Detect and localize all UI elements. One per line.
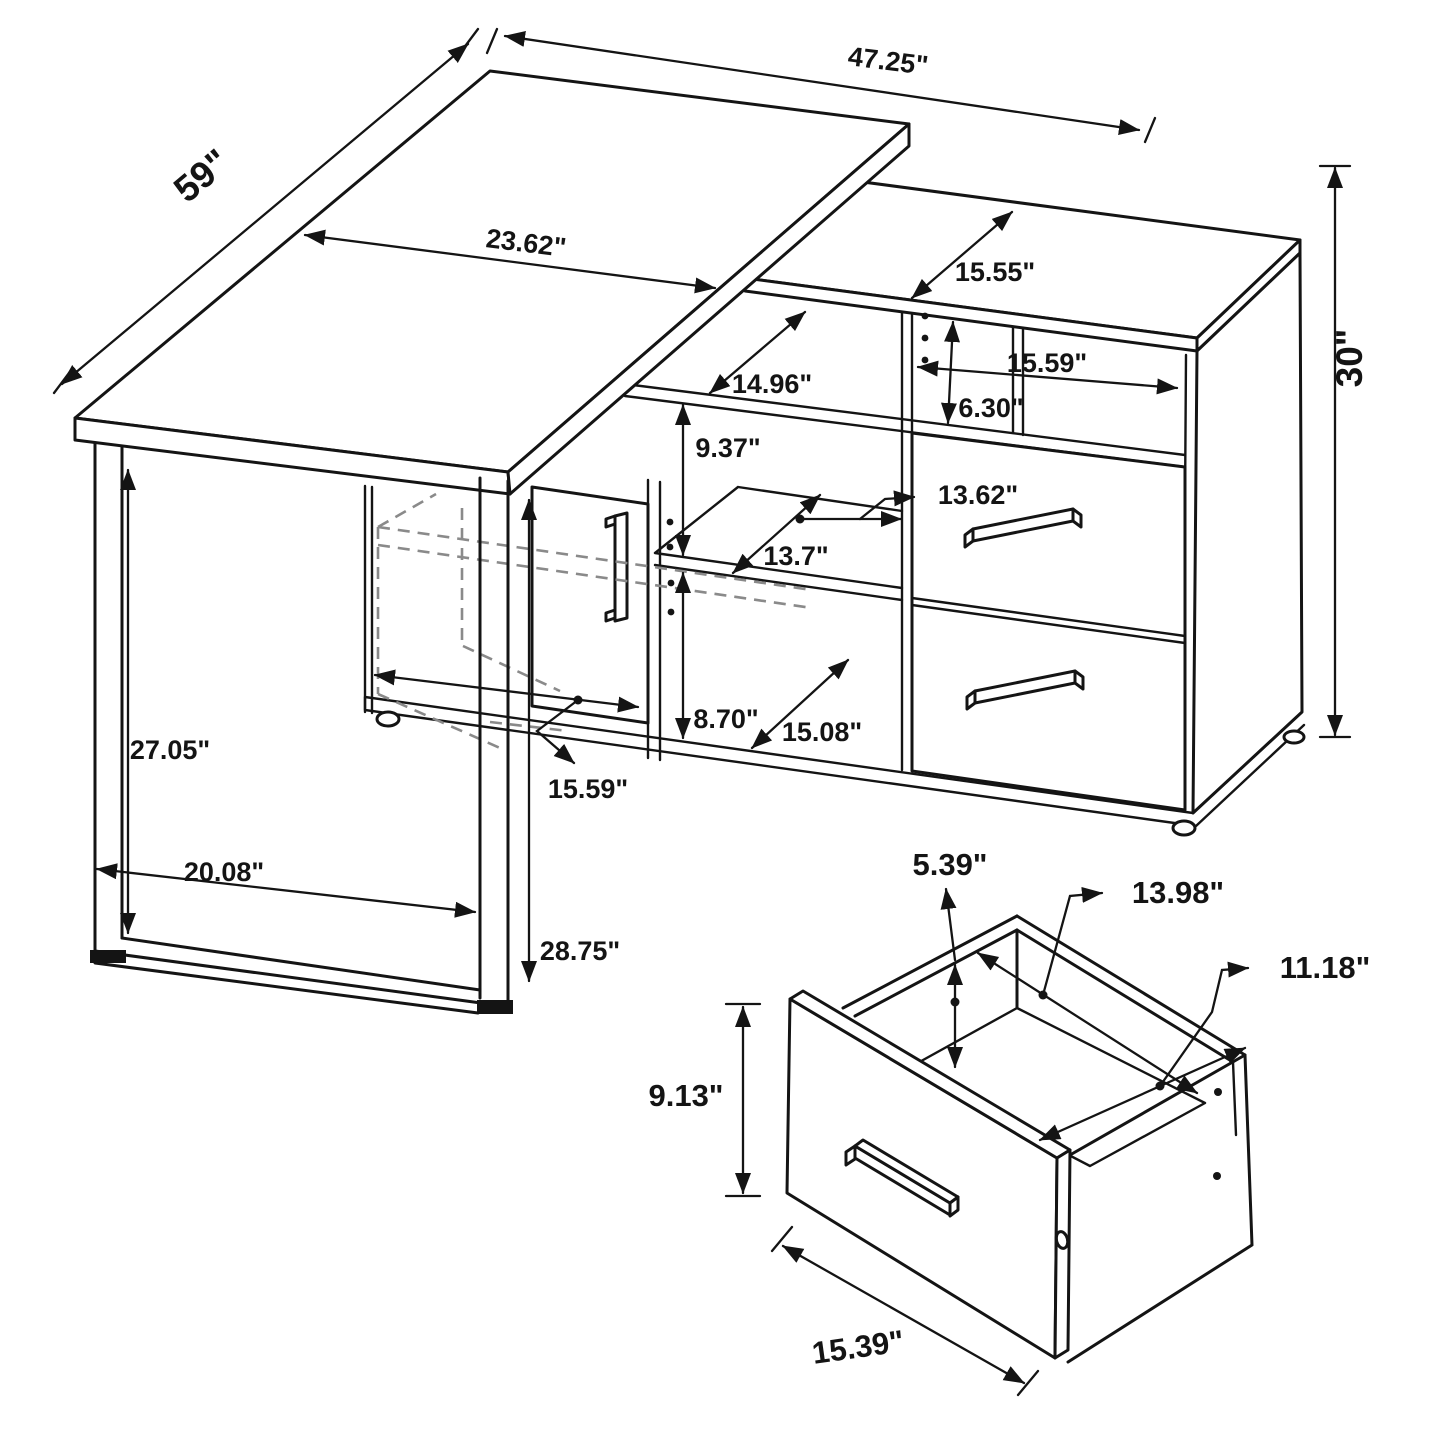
dim-label-overall-height: 30" <box>1329 329 1370 388</box>
dimension-drawer-front-height: 9.13" <box>648 1002 762 1198</box>
dim-label-drawer-inner-height: 5.39" <box>912 847 987 882</box>
cabinet-left-edge <box>363 484 374 715</box>
dim-label-bottom-shelf-depth: 15.08" <box>782 717 862 747</box>
dimension-overall-height: 30" <box>1318 164 1370 739</box>
dim-label-return-length: 47.25" <box>846 41 929 81</box>
dimension-drawer-inner-length: 13.98" <box>976 875 1224 1095</box>
drawer-gap <box>910 596 1187 645</box>
dim-label-drawer-inner-depth: 11.18" <box>1280 950 1371 985</box>
dimension-cabinet-top-depth: 15.55" <box>910 210 1035 300</box>
dimension-mid-cubby-height: 9.37" <box>675 403 761 557</box>
dimension-underdesk-clearance: 28.75" <box>521 498 620 983</box>
dim-label-shelf-depth: 13.7" <box>763 541 828 571</box>
dim-label-bottom-cubby-height: 8.70" <box>693 704 758 734</box>
dim-label-drawer-inner-length: 13.98" <box>1132 875 1224 910</box>
door-handle <box>613 511 629 623</box>
dimension-drawer-inner-height: 5.39" <box>912 847 988 1069</box>
drawer-handle-bottom <box>965 669 1085 711</box>
shelf-pin-holes <box>666 312 929 616</box>
drawer-detail-handle <box>844 1138 960 1218</box>
cabinet-foot-front-right <box>1171 819 1197 837</box>
dimension-top-cubby-height: 6.30" <box>940 320 1024 425</box>
dimension-right-cubby-width: 15.59" <box>916 348 1179 395</box>
cabinet-foot-back-right <box>1282 729 1306 745</box>
dimension-leg-inner-width: 20.08" <box>95 857 477 918</box>
dimension-left-cubby-depth: 14.96" <box>708 310 812 399</box>
dimension-bottom-shelf-depth: 15.08" <box>750 658 862 750</box>
dim-label-left-cubby-depth: 14.96" <box>732 369 812 399</box>
cabinet-return-unit <box>363 178 1306 837</box>
dimension-shelf-depth: 13.7" <box>731 493 829 575</box>
dim-label-drawer-front-width: 15.39" <box>810 1323 906 1371</box>
drawer-detail: 9.13" 5.39" 13.98" 11.18" 15.39" <box>648 847 1371 1397</box>
dim-label-leg-inner-height: 27.05" <box>130 735 210 765</box>
drawer-front-panel <box>785 989 1072 1360</box>
drawer-cam-hole <box>1054 1230 1070 1250</box>
cabinet-foot-left <box>375 710 401 728</box>
dim-label-underdesk-clearance: 28.75" <box>540 936 620 966</box>
dimension-drawer-inner-depth: 11.18" <box>1038 950 1371 1142</box>
cabinet-bottom <box>363 695 1306 828</box>
leg-foot-left <box>90 950 126 963</box>
leg-frame <box>90 442 513 1015</box>
dim-label-right-cubby-width: 15.59" <box>1007 348 1087 378</box>
dim-label-mid-cubby-height: 9.37" <box>695 433 760 463</box>
dim-label-door-cubby-width: 15.59" <box>548 774 628 804</box>
drawer-handle-top <box>963 507 1083 549</box>
dimension-bottom-cubby-height: 8.70" <box>675 571 759 740</box>
dim-label-drawer-front-height: 9.13" <box>648 1078 723 1113</box>
dim-label-leg-inner-width: 20.08" <box>184 857 264 887</box>
dim-label-top-cubby-height: 6.30" <box>958 393 1023 423</box>
dimension-door-cubby-width: 15.59" <box>373 669 640 804</box>
dim-label-mid-cubby-width: 13.62" <box>938 480 1018 510</box>
cabinet-mid-left-partition <box>646 478 662 762</box>
leg-foot-right <box>477 1000 513 1014</box>
dimension-leg-inner-height: 27.05" <box>120 468 210 935</box>
dim-label-cabinet-top-depth: 15.55" <box>955 257 1035 287</box>
cabinet-door <box>530 485 650 725</box>
dim-label-desk-length: 59" <box>166 141 237 210</box>
cabinet-drawers <box>910 431 1187 812</box>
dimensions-main: 59" 47.25" 23.62" 15.55" 15.59" 6.30" <box>52 27 1370 983</box>
